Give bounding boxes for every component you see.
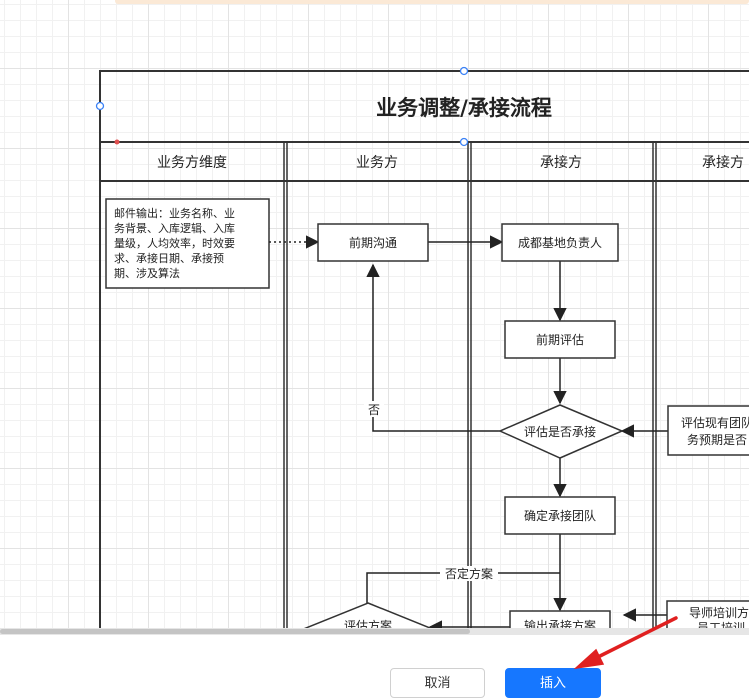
node-label: 前期评估	[536, 332, 584, 347]
note-line: 求、承接日期、承接预	[114, 252, 224, 265]
label-bg	[364, 401, 384, 417]
selection-handles[interactable]	[95, 66, 469, 147]
top-notice-strip	[115, 0, 749, 4]
dialog-footer	[0, 635, 749, 699]
node-confirm-team[interactable]	[504, 496, 616, 535]
node-label: 评估是否承接	[524, 424, 596, 439]
selection-handle-left[interactable]	[95, 101, 105, 111]
note-line: 期、涉及算法	[114, 266, 180, 280]
node-label: 员工培训	[697, 620, 745, 628]
node-label: 务预期是否	[687, 432, 747, 447]
selection-handle-top[interactable]	[459, 66, 469, 76]
swimlane-frame[interactable]	[99, 70, 749, 628]
lane-header-undertaker-2: 承接方	[702, 154, 744, 171]
node-label: 确定承接团队	[524, 508, 596, 523]
edge-decision-no	[366, 263, 500, 432]
cancel-button[interactable]: 取消	[390, 668, 485, 698]
note-email-output[interactable]	[105, 198, 270, 289]
edge-label-reject-plan: 否定方案	[445, 566, 493, 581]
drawing-canvas[interactable]: 业务调整/承接流程 业务方维度 业务方 承接方 承接方 邮件输出：业务名称、业 …	[0, 0, 749, 628]
node-early-communication[interactable]	[317, 223, 429, 262]
node-early-evaluation[interactable]	[504, 320, 616, 359]
node-label: 输出承接方案	[524, 618, 596, 628]
flowchart-diagram[interactable]: 业务调整/承接流程 业务方维度 业务方 承接方 承接方 邮件输出：业务名称、业 …	[0, 0, 749, 628]
lane-separators	[283, 142, 657, 628]
node-label: 评估方案	[344, 618, 392, 628]
node-evaluate-team[interactable]	[667, 405, 749, 456]
note-line: 量级，人均效率，时效要	[114, 236, 235, 250]
node-decision-plan[interactable]	[303, 602, 433, 628]
selection-handle-bottom[interactable]	[459, 137, 469, 147]
label-bg	[440, 566, 498, 581]
lane-header-business-party: 业务方	[356, 155, 398, 171]
note-line: 务背景、入库逻辑、入库	[114, 221, 235, 235]
lane-header-undertaker: 承接方	[540, 154, 582, 171]
node-label: 成都基地负责人	[518, 236, 602, 250]
scrollbar-thumb[interactable]	[0, 629, 470, 634]
flow-edges	[269, 235, 668, 628]
node-label: 导师培训方	[689, 605, 749, 620]
lane-header-business-dimension: 业务方维度	[157, 155, 227, 171]
anchor-point[interactable]	[114, 139, 120, 145]
edge-label-no: 否	[368, 403, 380, 417]
diagram-title: 业务调整/承接流程	[376, 96, 552, 120]
insert-button[interactable]: 插入	[505, 668, 601, 698]
node-label: 前期沟通	[349, 235, 397, 250]
note-line: 邮件输出：业务名称、业	[114, 206, 235, 220]
node-label: 评估现有团队	[681, 415, 749, 430]
node-chengdu-lead[interactable]	[501, 223, 619, 262]
node-decision-accept[interactable]	[498, 404, 624, 459]
